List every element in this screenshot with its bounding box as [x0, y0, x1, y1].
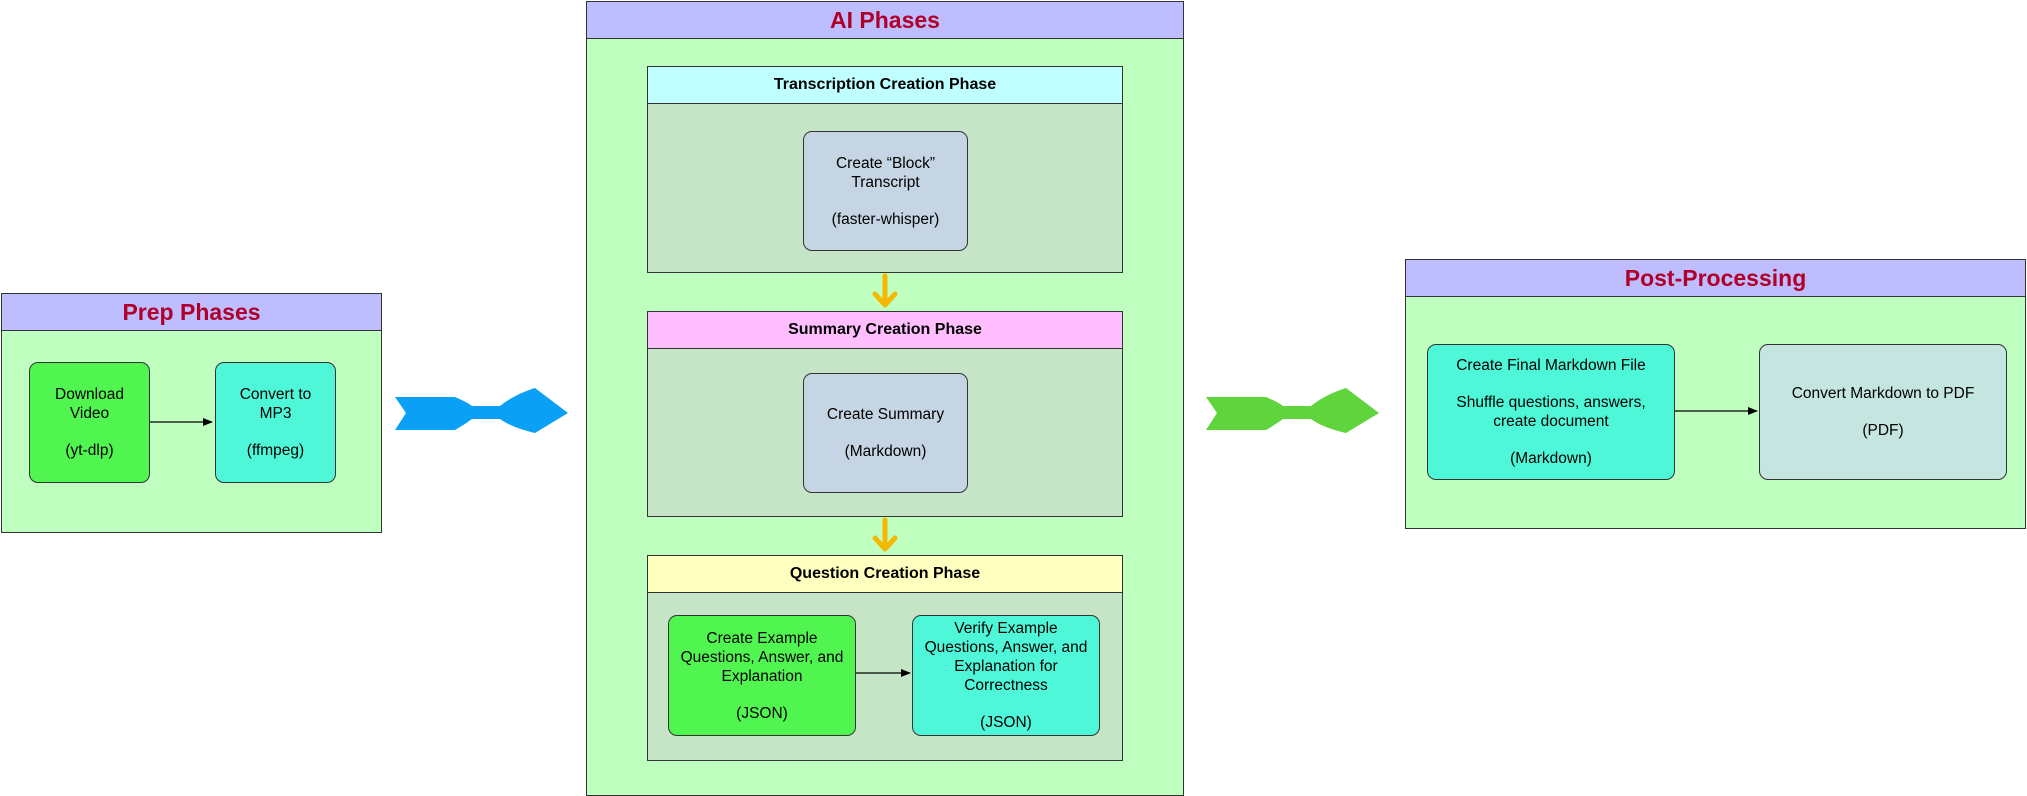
summary-phase-title: Summary Creation Phase: [648, 312, 1122, 349]
transcript-line2: Transcript: [851, 173, 920, 191]
summary-tool: (Markdown): [844, 443, 927, 460]
verify-line4: Correctness: [964, 677, 1048, 694]
final-md-line2: Shuffle questions, answers,: [1456, 394, 1646, 411]
verify-line1: Verify Example: [954, 620, 1058, 637]
transcription-to-summary-arrow: [872, 273, 898, 308]
verify-line3: Explanation for: [954, 658, 1058, 675]
verify-example-questions-node[interactable]: Verify Example Questions, Answer, and Ex…: [912, 615, 1100, 736]
final-md-tool: (Markdown): [1510, 450, 1592, 467]
ai-to-post-big-arrow: [1206, 388, 1379, 433]
create-questions-tool: (JSON): [736, 704, 788, 722]
summary-phase: Summary Creation Phase Create Summary (M…: [647, 311, 1123, 517]
download-video-tool: (yt-dlp): [65, 442, 114, 459]
transcription-phase: Transcription Creation Phase Create “Blo…: [647, 66, 1123, 273]
prep-to-ai-big-arrow: [395, 388, 568, 433]
download-video-line2: Video: [69, 405, 110, 422]
convert-mp3-line1: Convert to: [239, 386, 312, 403]
pdf-tool: (PDF): [1862, 422, 1904, 439]
question-phase-title: Question Creation Phase: [648, 556, 1122, 593]
create-questions-line1: Create Example: [706, 629, 818, 647]
post-processing-panel: Post-Processing Create Final Markdown Fi…: [1405, 259, 2026, 529]
download-video-node[interactable]: Download Video (yt-dlp): [29, 362, 150, 483]
create-summary-node[interactable]: Create Summary (Markdown): [803, 373, 968, 493]
transcript-line1: Create “Block”: [835, 154, 936, 172]
download-video-line1: Download: [55, 386, 124, 403]
convert-mp3-tool: (ffmpeg): [246, 442, 305, 459]
verify-line2: Questions, Answer, and: [924, 639, 1088, 656]
create-final-markdown-node[interactable]: Create Final Markdown File Shuffle quest…: [1427, 344, 1675, 480]
summary-line1: Create Summary: [826, 406, 945, 423]
create-example-questions-node[interactable]: Create Example Questions, Answer, and Ex…: [668, 615, 856, 736]
final-md-line1: Create Final Markdown File: [1456, 357, 1646, 374]
summary-to-question-arrow: [872, 517, 898, 552]
prep-phases-title: Prep Phases: [2, 294, 381, 331]
prep-phases-panel: Prep Phases Download Video (yt-dlp) Conv…: [1, 293, 382, 533]
transcription-phase-title: Transcription Creation Phase: [648, 67, 1122, 104]
convert-mp3-line2: MP3: [259, 405, 292, 422]
create-questions-line2: Questions, Answer, and: [680, 648, 844, 666]
create-block-transcript-node[interactable]: Create “Block” Transcript (faster-whispe…: [803, 131, 968, 251]
create-questions-line3: Explanation: [721, 667, 803, 685]
convert-markdown-to-pdf-node[interactable]: Convert Markdown to PDF (PDF): [1759, 344, 2007, 480]
ai-phases-title: AI Phases: [587, 2, 1183, 39]
transcript-tool: (faster-whisper): [831, 210, 940, 228]
verify-tool: (JSON): [980, 714, 1032, 731]
ai-phases-panel: AI Phases Transcription Creation Phase C…: [586, 1, 1184, 796]
post-processing-title: Post-Processing: [1406, 260, 2025, 297]
final-md-line3: create document: [1493, 413, 1609, 430]
convert-to-mp3-node[interactable]: Convert to MP3 (ffmpeg): [215, 362, 336, 483]
pdf-line1: Convert Markdown to PDF: [1791, 385, 1975, 402]
question-phase: Question Creation Phase Create Example Q…: [647, 555, 1123, 761]
